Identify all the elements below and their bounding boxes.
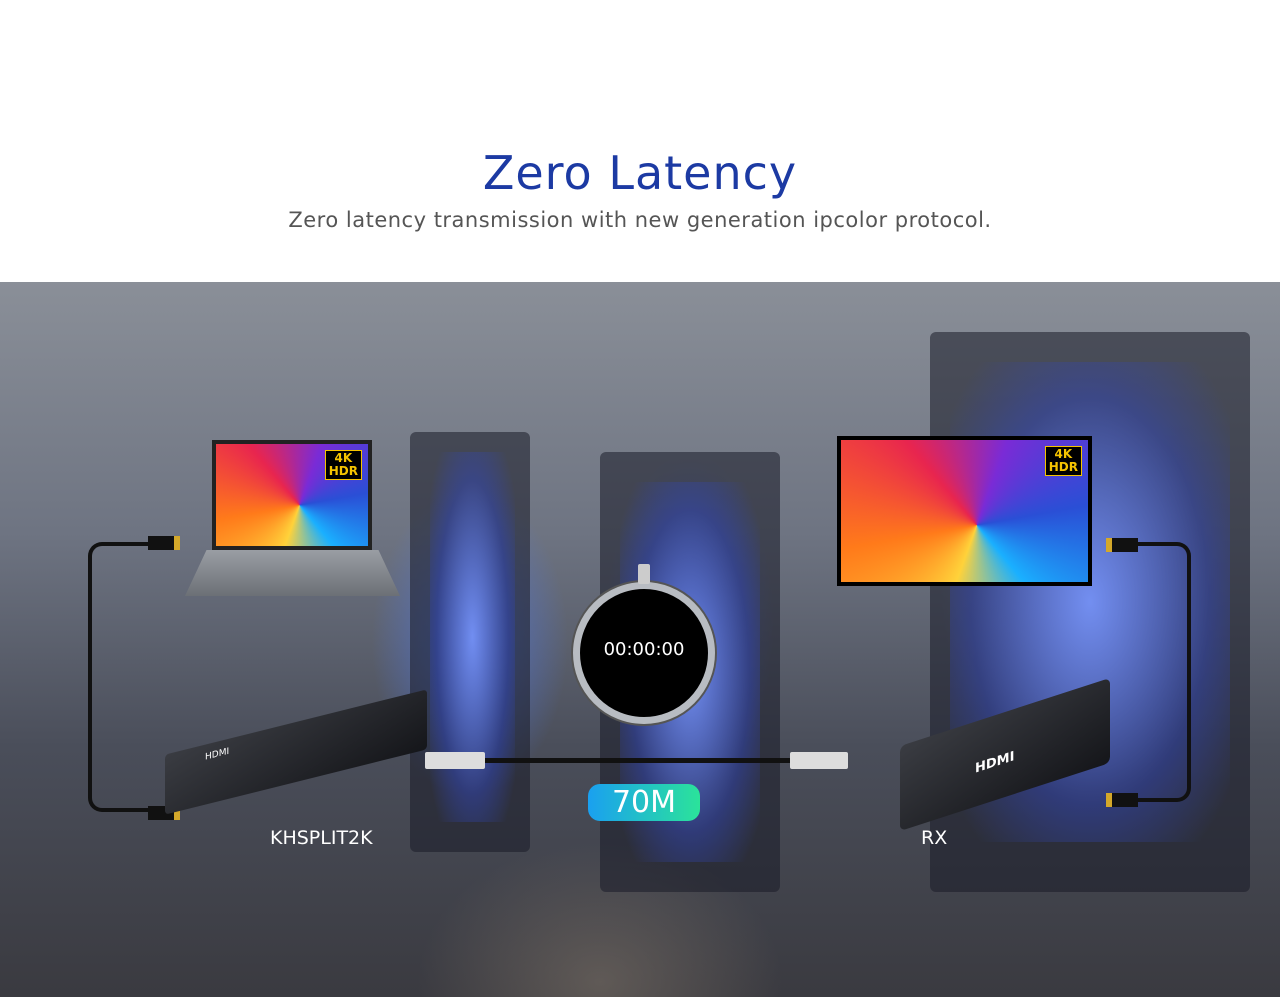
ethernet-cable — [430, 758, 845, 763]
hdmi-connector — [1106, 538, 1138, 552]
distance-badge: 70M — [588, 784, 700, 821]
stopwatch-time: 00:00:00 — [603, 639, 685, 660]
laptop-keyboard — [185, 550, 400, 596]
hdmi-cable-left — [88, 542, 154, 812]
header: Zero Latency Zero latency transmission w… — [0, 0, 1280, 282]
device-brand: HDMI — [205, 746, 230, 763]
rj45-connector — [425, 752, 485, 769]
rj45-connector — [790, 752, 848, 769]
device-brand: HDMI — [975, 748, 1015, 777]
stopwatch-crown — [638, 564, 650, 584]
stopwatch: 00:00:00 — [573, 582, 715, 724]
transmitter-label: KHSPLIT2K — [270, 827, 373, 849]
transmitter-device: HDMI — [165, 689, 427, 815]
page-title: Zero Latency — [482, 146, 798, 200]
hdmi-connector — [148, 536, 180, 550]
page-subtitle: Zero latency transmission with new gener… — [288, 208, 992, 232]
hdmi-connector — [1106, 793, 1138, 807]
receiver-label: RX — [921, 827, 948, 849]
hdmi-cable-right — [1135, 542, 1191, 802]
